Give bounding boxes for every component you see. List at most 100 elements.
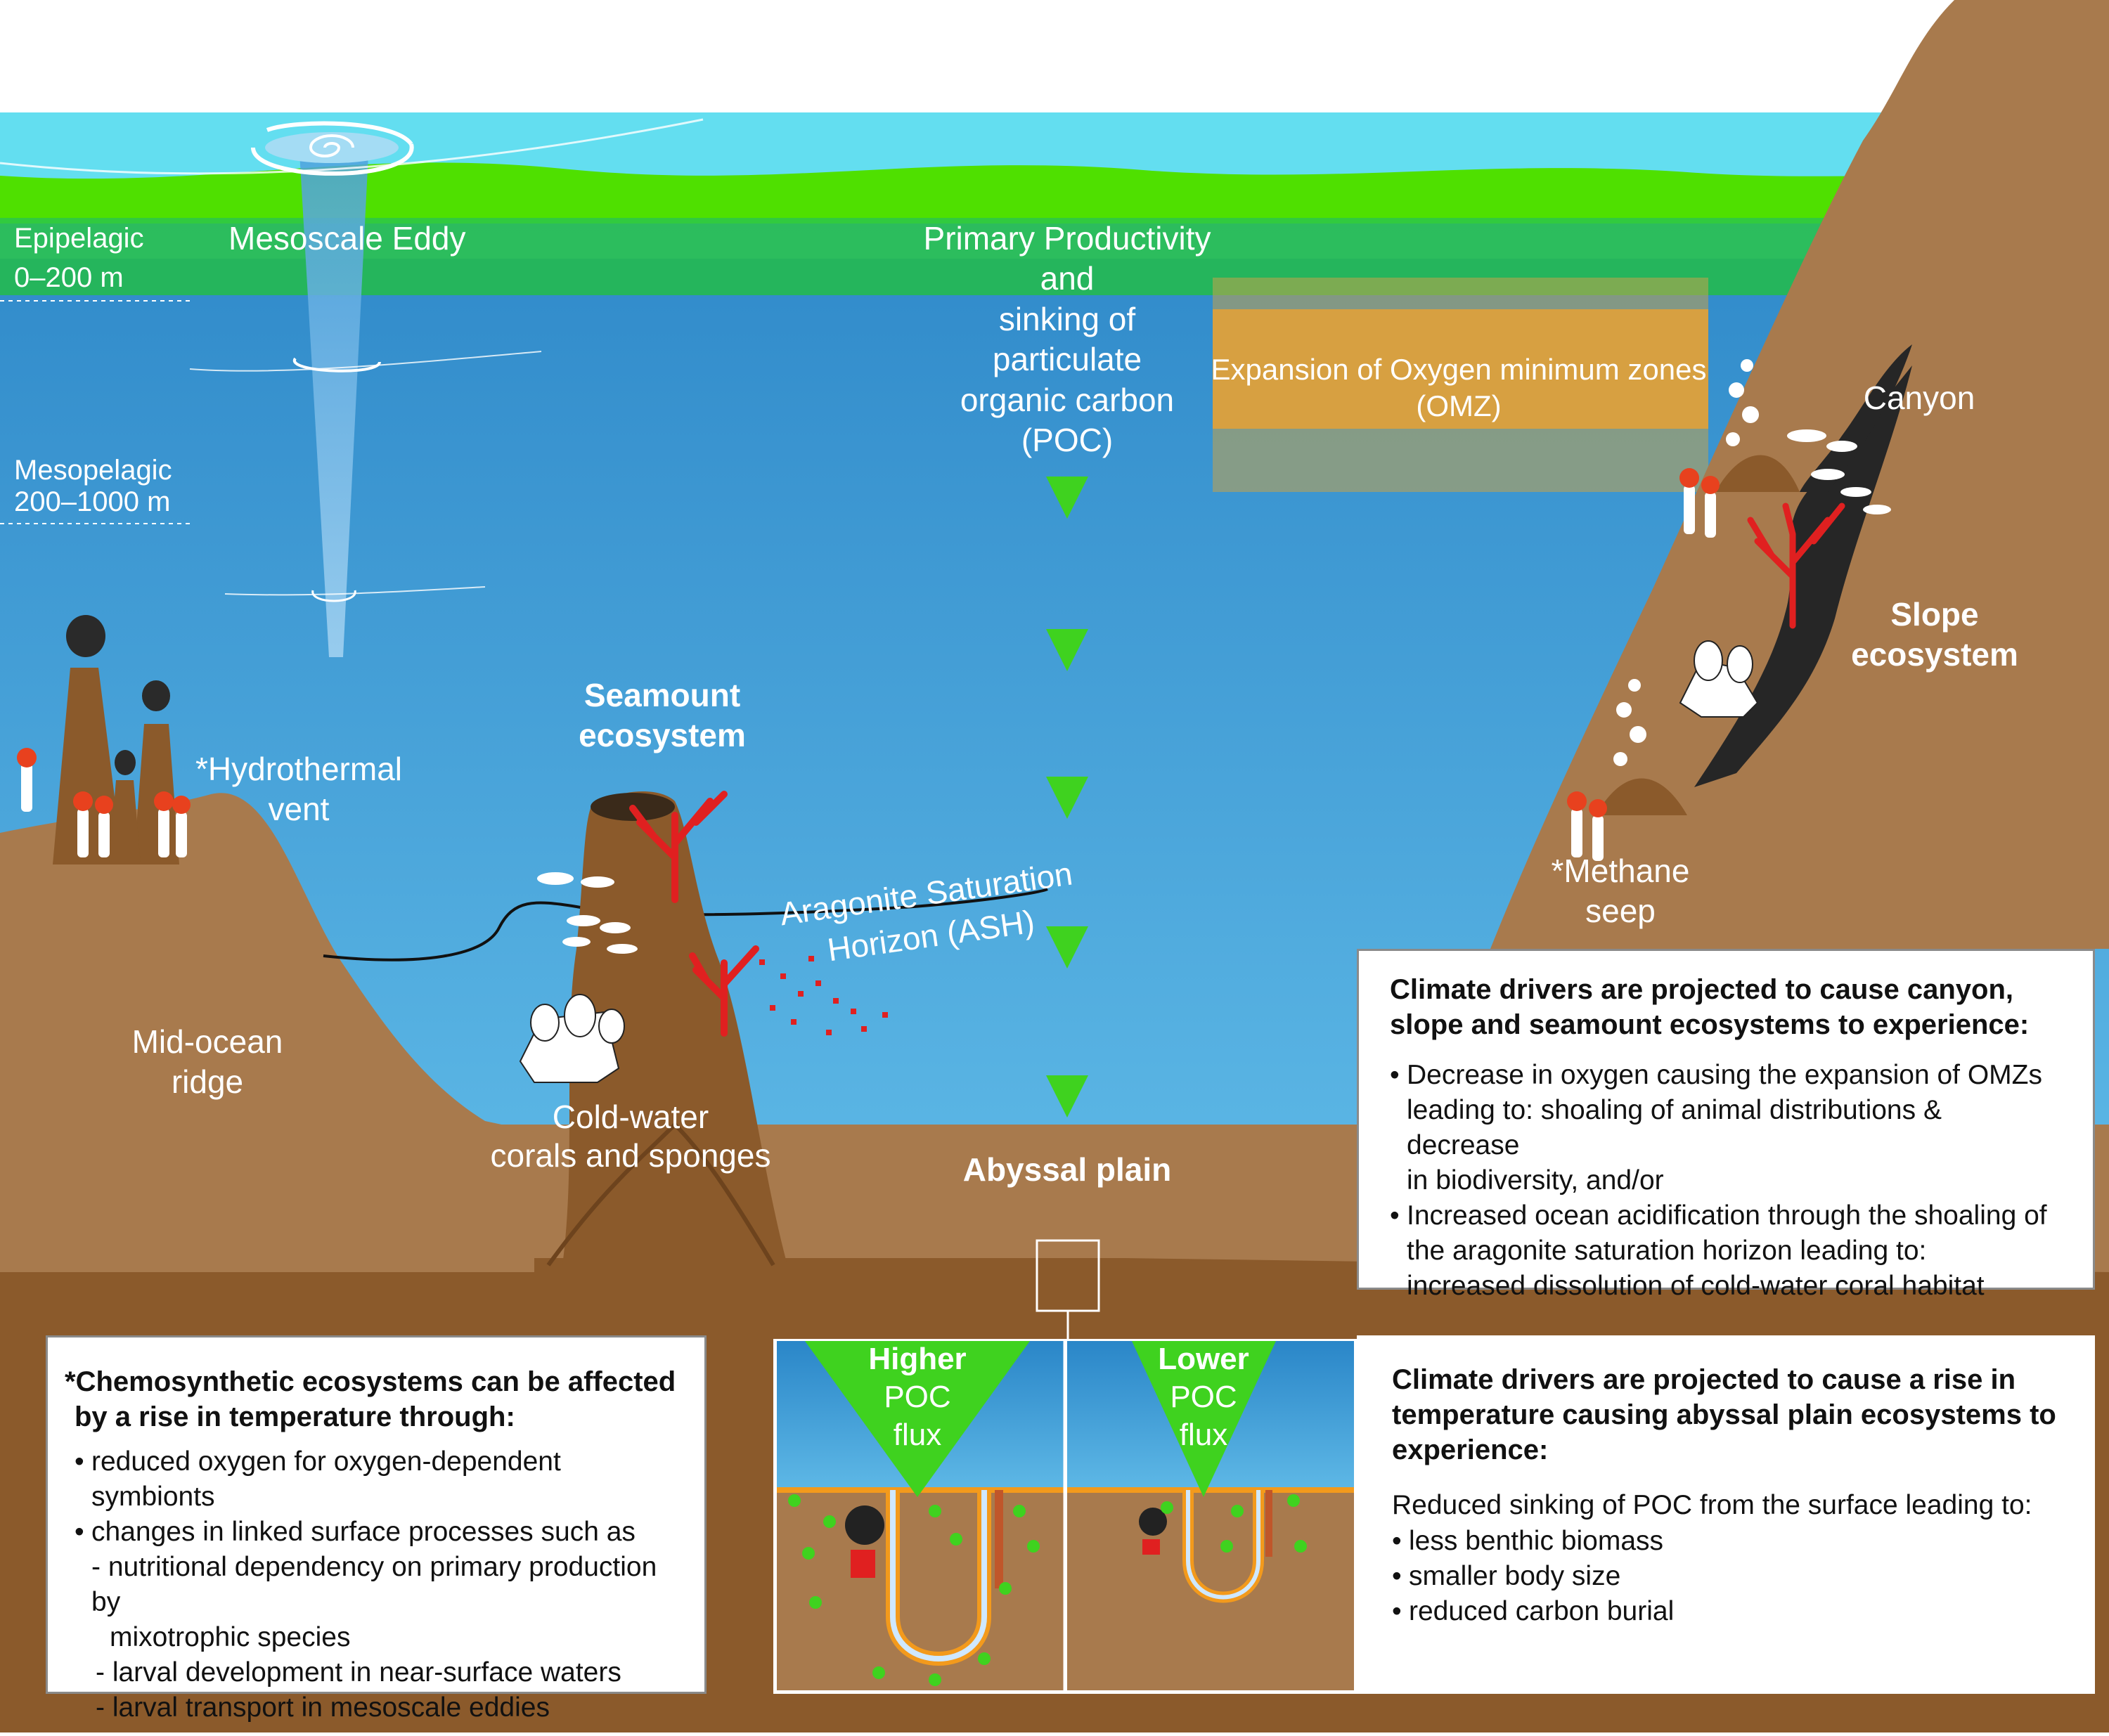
bullet-icon: •	[1390, 1060, 1400, 1090]
eddy-column	[299, 141, 369, 657]
eddy-surface-streak	[0, 118, 704, 175]
seamount-label-2: ecosystem	[579, 717, 746, 753]
omz-label-1: Expansion of Oxygen minimum zones	[1211, 353, 1707, 386]
higher-poc-triangle	[805, 1341, 1030, 1497]
poc-arrow-3	[1046, 777, 1088, 819]
poc-arrow-5	[1046, 1075, 1088, 1118]
mesopelagic-label: Mesopelagic	[14, 455, 172, 486]
eddy-streak-deep	[224, 586, 486, 596]
chemo-box-item-4: mixotrophic species	[110, 1622, 351, 1652]
chemo-box-item-2: •changes in linked surface processes suc…	[75, 1515, 688, 1550]
canyon-box-item-4-text: Increased ocean acidification through th…	[1407, 1200, 2047, 1231]
slope-sponges	[1679, 640, 1759, 718]
slope-label-2: ecosystem	[1851, 636, 2018, 673]
eddy-top	[265, 132, 399, 163]
seamount-roots	[546, 1122, 775, 1267]
seamount-corals	[629, 791, 759, 1037]
seamount	[562, 791, 787, 1265]
productive-wave	[0, 162, 2109, 224]
canyon-box-item-6: increased dissolution of cold-water cora…	[1407, 1271, 1985, 1301]
continental-slope	[1490, 0, 2109, 949]
mid-ocean-ridge	[0, 793, 534, 1272]
higher-poc-label-2: POC	[884, 1380, 950, 1414]
canyon-box-item-4: •Increased ocean acidification through t…	[1390, 1198, 2062, 1233]
mesopelagic-depth-label: 200–1000 m	[14, 486, 170, 517]
lower-poc-label-3: flux	[1180, 1418, 1227, 1452]
higher-poc-label-1: Higher	[868, 1342, 966, 1376]
abyssal-box-item-1-text: less benthic biomass	[1409, 1526, 1664, 1556]
bubbles	[1613, 359, 1759, 766]
abyssal-box-intro: Reduced sinking of POC from the surface …	[1392, 1490, 2032, 1520]
chemo-box-item-3: - nutritional dependency on primary prod…	[91, 1552, 657, 1617]
omz-core	[1213, 309, 1708, 429]
methane-mound-upper	[1715, 455, 1800, 492]
bullet-icon: •	[1390, 1200, 1400, 1231]
ridge-label-2: ridge	[172, 1063, 243, 1100]
productivity-label-5: organic carbon	[960, 382, 1174, 418]
bullet-icon: •	[1392, 1561, 1402, 1591]
abyssal-box-heading-1: Climate drivers are projected to cause a…	[1392, 1364, 2016, 1395]
abyssal-box: Climate drivers are projected to cause a…	[1357, 1335, 2095, 1694]
epipelagic-label: Epipelagic	[14, 223, 144, 254]
poc-arrow-2	[1046, 629, 1088, 671]
tube-worms-vent	[17, 748, 191, 857]
canyon-box-item-5: the aragonite saturation horizon leading…	[1407, 1236, 1927, 1266]
chemo-box-heading-1: *Chemosynthetic ecosystems can be affect…	[65, 1366, 676, 1397]
chemo-box-item-1: •reduced oxygen for oxygen-dependent sym…	[75, 1444, 688, 1515]
canyon-box-item-3: in biodiversity, and/or	[1407, 1165, 1664, 1196]
lower-poc-triangle	[1132, 1341, 1276, 1497]
poc-arrow-1	[1046, 477, 1088, 519]
lower-poc-label-2: POC	[1170, 1380, 1237, 1414]
methane-label-1: *Methane	[1552, 853, 1690, 889]
chemo-box-item-5: - larval development in near-surface wat…	[96, 1657, 621, 1688]
tube-worms-slope	[1567, 468, 1720, 861]
poc-arrow-4	[1046, 926, 1088, 969]
lower-poc-label-1: Lower	[1158, 1342, 1249, 1376]
bullet-icon: •	[75, 1446, 84, 1477]
carbonate-particles	[759, 956, 888, 1035]
higher-poc-label-3: flux	[894, 1418, 941, 1452]
abyssal-box-item-3-text: reduced carbon burial	[1409, 1596, 1675, 1626]
chemo-box-heading-2: by a rise in temperature through:	[75, 1401, 515, 1432]
methane-label-2: seep	[1585, 893, 1656, 929]
hydrothermal-label-2: vent	[269, 791, 330, 827]
omz-label-2: (OMZ)	[1416, 389, 1501, 422]
eddy-streak-mid	[189, 351, 542, 372]
chemosynthetic-box: *Chemosynthetic ecosystems can be affect…	[46, 1335, 707, 1723]
canyon-slope-seamount-box: Climate drivers are projected to cause c…	[1357, 949, 2095, 1301]
eddy-swirl-icon	[251, 121, 414, 176]
canyon-label: Canyon	[1864, 380, 1975, 416]
fish-seamount	[537, 872, 638, 954]
canyon-branch	[1800, 344, 1912, 492]
bullet-icon: •	[1392, 1526, 1402, 1556]
abyssal-box-item-1: •less benthic biomass	[1392, 1524, 2060, 1559]
canyon-box-heading-1: Climate drivers are projected to cause c…	[1390, 974, 2014, 1005]
eddy-spiral-icon	[309, 134, 354, 157]
abyssal-box-heading-3: experience:	[1392, 1434, 1549, 1465]
abyssal-box-item-2-text: smaller body size	[1409, 1561, 1621, 1591]
abyssal-box-heading-2: temperature causing abyssal plain ecosys…	[1392, 1399, 2056, 1430]
epipelagic-depth-label: 0–200 m	[14, 262, 124, 293]
abyssal-label: Abyssal plain	[963, 1151, 1172, 1188]
canyon-box-item-1-text: Decrease in oxygen causing the expansion…	[1407, 1060, 2042, 1090]
productivity-label-2: and	[1040, 260, 1095, 297]
canyon-box-heading-2: slope and seamount ecosystems to experie…	[1390, 1009, 2030, 1040]
bullet-icon: •	[1392, 1596, 1402, 1626]
chemo-box-item-2-text: changes in linked surface processes such…	[91, 1517, 636, 1547]
canyon-box-item-2: leading to: shoaling of animal distribut…	[1407, 1095, 1942, 1160]
productivity-label-1: Primary Productivity	[924, 220, 1211, 257]
canyon	[1694, 365, 1912, 787]
corals-label-1: Cold-water	[553, 1099, 709, 1135]
poc-flux-inset	[773, 1339, 1357, 1694]
slope-label-1: Slope	[1890, 596, 1978, 633]
eddy-rotation-deep-icon	[311, 590, 356, 602]
chemo-box-item-6: - larval transport in mesoscale eddies	[96, 1692, 550, 1723]
productivity-label-6: (POC)	[1021, 422, 1113, 458]
slope-coral	[1747, 503, 1845, 629]
productivity-label-4: particulate	[993, 341, 1142, 377]
chemo-box-item-1-text: reduced oxygen for oxygen-dependent symb…	[91, 1446, 561, 1512]
eddy-label: Mesoscale Eddy	[228, 220, 466, 257]
ridge-label-1: Mid-ocean	[132, 1023, 283, 1060]
corals-label-2: corals and sponges	[491, 1137, 771, 1174]
seamount-label-1: Seamount	[584, 677, 740, 713]
